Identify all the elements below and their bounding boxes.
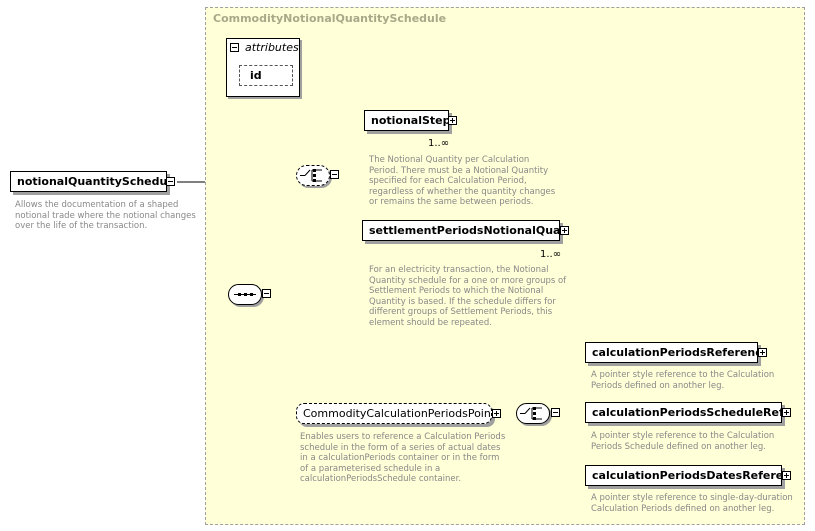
root-element-box[interactable]: notionalQuantitySchedule <box>10 171 167 192</box>
group-expand-icon[interactable] <box>492 409 501 418</box>
calculation-periods-schedule-reference-expand-icon[interactable] <box>782 408 791 417</box>
root-collapse-icon[interactable] <box>166 177 175 186</box>
type-title: CommodityNotionalQuantitySchedule <box>213 12 447 25</box>
calculation-periods-reference-expand-icon[interactable] <box>758 348 767 357</box>
notional-step-multiplicity: 1..∞ <box>428 138 450 149</box>
root-description: Allows the documentation of a shaped not… <box>15 200 196 231</box>
attributes-title: attributes <box>245 41 299 54</box>
settlement-periods-element[interactable]: settlementPeriodsNotionalQua... <box>362 220 560 241</box>
choice-compositor[interactable] <box>296 165 330 186</box>
notional-step-expand-icon[interactable] <box>448 116 457 125</box>
settlement-periods-description: For an electricity transaction, the Noti… <box>369 265 567 328</box>
calculation-periods-reference-name: calculationPeriodsReference <box>592 346 758 359</box>
group-name: CommodityCalculationPeriodsPointer.... <box>303 407 491 420</box>
choice-2-collapse-icon[interactable] <box>551 408 560 417</box>
choice-icon <box>520 407 542 420</box>
notional-step-description: The Notional Quantity per Calculation Pe… <box>369 155 556 207</box>
calculation-periods-reference-element[interactable]: calculationPeriodsReference <box>585 342 758 363</box>
calculation-periods-dates-reference-description: A pointer style reference to single-day-… <box>591 493 793 514</box>
settlement-periods-expand-icon[interactable] <box>560 226 569 235</box>
type-panel <box>205 7 805 525</box>
calculation-periods-schedule-reference-name: calculationPeriodsScheduleRef... <box>592 406 782 419</box>
calculation-periods-pointer-group[interactable]: CommodityCalculationPeriodsPointer.... <box>296 403 492 424</box>
calculation-periods-dates-reference-element[interactable]: calculationPeriodsDatesRefere... <box>585 465 782 486</box>
sequence-collapse-icon[interactable] <box>262 289 271 298</box>
settlement-periods-name: settlementPeriodsNotionalQua... <box>369 224 560 237</box>
calculation-periods-reference-description: A pointer style reference to the Calcula… <box>591 370 775 391</box>
calculation-periods-schedule-reference-description: A pointer style reference to the Calcula… <box>591 431 775 452</box>
sequence-compositor[interactable] <box>228 284 262 305</box>
choice-collapse-icon[interactable] <box>330 170 339 179</box>
notional-step-name: notionalStep <box>371 114 449 127</box>
root-element-name: notionalQuantitySchedule <box>17 175 167 188</box>
settlement-periods-multiplicity: 1..∞ <box>540 249 562 260</box>
attribute-id[interactable]: id <box>239 65 293 86</box>
choice-compositor-2[interactable] <box>516 403 550 424</box>
calculation-periods-dates-reference-name: calculationPeriodsDatesRefere... <box>592 469 782 482</box>
sequence-icon <box>234 293 256 296</box>
calculation-periods-schedule-reference-element[interactable]: calculationPeriodsScheduleRef... <box>585 402 782 423</box>
choice-icon <box>300 169 322 182</box>
attributes-collapse-icon[interactable] <box>230 43 239 52</box>
group-description: Enables users to reference a Calculation… <box>300 432 506 484</box>
calculation-periods-dates-reference-expand-icon[interactable] <box>782 471 791 480</box>
notional-step-element[interactable]: notionalStep <box>364 110 449 131</box>
